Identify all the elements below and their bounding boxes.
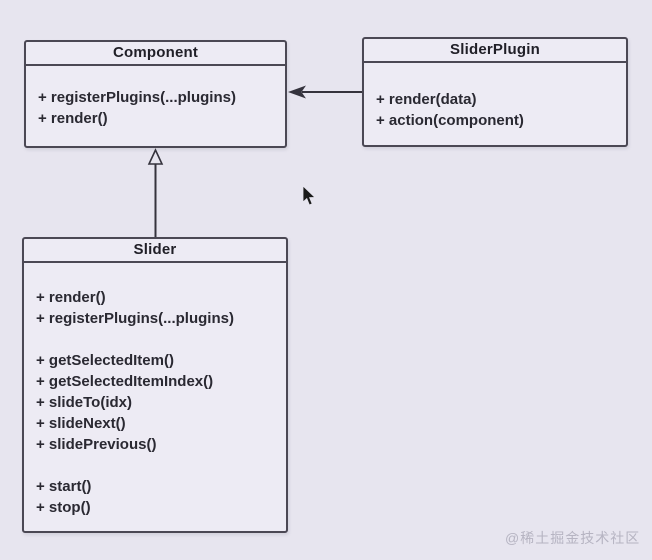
class-box-component: Component + registerPlugins(...plugins)+… [24,40,287,148]
watermark: @稀土掘金技术社区 [505,530,641,546]
method-line: + slideNext() [36,415,126,432]
class-box-sliderplugin: SliderPlugin + render(data) + action(comp… [362,37,628,147]
method-line: + getSelectedItemIndex() [36,373,214,390]
method-line: + start() [36,478,92,495]
mouse-cursor-icon [302,186,316,206]
association-arrowhead [288,85,306,99]
method-line: + render(data) [376,91,477,108]
class-title-slider: Slider [24,239,286,263]
method-line: + render() [38,110,108,127]
method-line: + registerPlugins(...plugins) [38,89,236,106]
method-line: + getSelectedItem() [36,352,174,369]
method-line: + action(component) [376,112,524,129]
class-methods-slider: + render()+ registerPlugins(...plugins) … [24,263,286,518]
class-box-slider: Slider + render() + registerPlugins(...pl… [22,237,288,533]
method-line: + slideTo(idx) [36,394,132,411]
method-line: + render() [36,289,106,306]
class-title-sliderplugin: SliderPlugin [364,39,626,63]
method-line [36,329,280,350]
method-line: + registerPlugins(...plugins) [36,310,234,327]
class-methods-component: + registerPlugins(...plugins) + render() [26,66,285,129]
inheritance-arrowhead [147,148,164,165]
method-line: + stop() [36,499,91,516]
class-methods-sliderplugin: + render(data) + action(component) [364,63,626,131]
method-line: + slidePrevious() [36,436,157,453]
class-title-component: Component [26,42,285,66]
method-line [36,455,280,476]
